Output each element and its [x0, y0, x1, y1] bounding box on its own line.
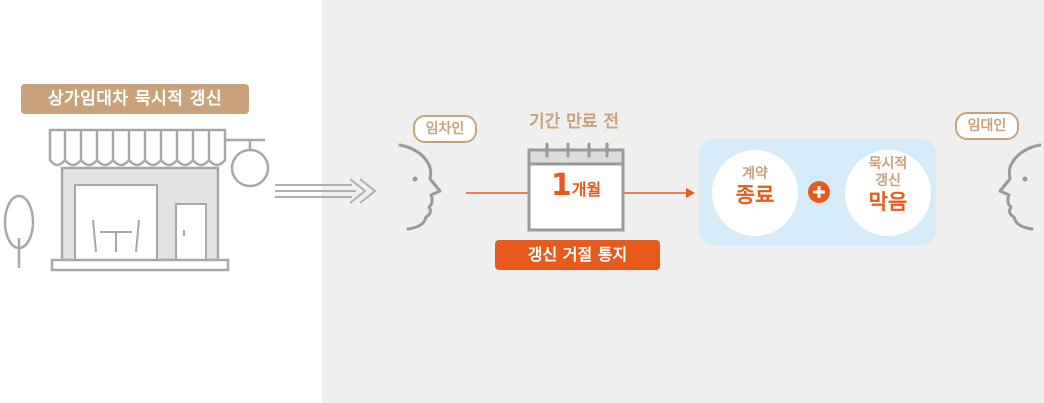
- period-label: 기간 만료 전: [528, 112, 620, 132]
- calendar-value: 1개월: [540, 168, 612, 203]
- notice-badge: 갱신 거절 통지: [495, 240, 660, 270]
- result-left-circle: 계약 종료: [712, 150, 798, 236]
- store-icon: [3, 128, 270, 272]
- blocked-label: 막음: [868, 190, 908, 214]
- tenant-bubble: 임차인: [413, 115, 477, 143]
- plus-icon: [808, 181, 830, 203]
- calendar-unit: 개월: [571, 180, 602, 199]
- sign-icon: [225, 138, 270, 188]
- face-icon: [398, 143, 442, 231]
- renewal-label: 갱신: [875, 173, 901, 189]
- arrow-icon: [466, 188, 695, 198]
- landlord-bubble: 임대인: [955, 112, 1019, 140]
- contract-label: 계약: [742, 166, 768, 182]
- implied-label: 묵시적: [868, 156, 908, 172]
- calendar-icon: [527, 142, 625, 232]
- calendar-number: 1: [550, 168, 572, 203]
- termination-label: 종료: [735, 183, 775, 207]
- tree-icon: [3, 194, 35, 268]
- title-badge: 상가임대차 묵시적 갱신: [21, 84, 249, 114]
- triple-arrow-icon: [275, 178, 377, 204]
- result-right-circle: 묵시적 갱신 막음: [845, 150, 931, 236]
- face-icon: [998, 143, 1042, 231]
